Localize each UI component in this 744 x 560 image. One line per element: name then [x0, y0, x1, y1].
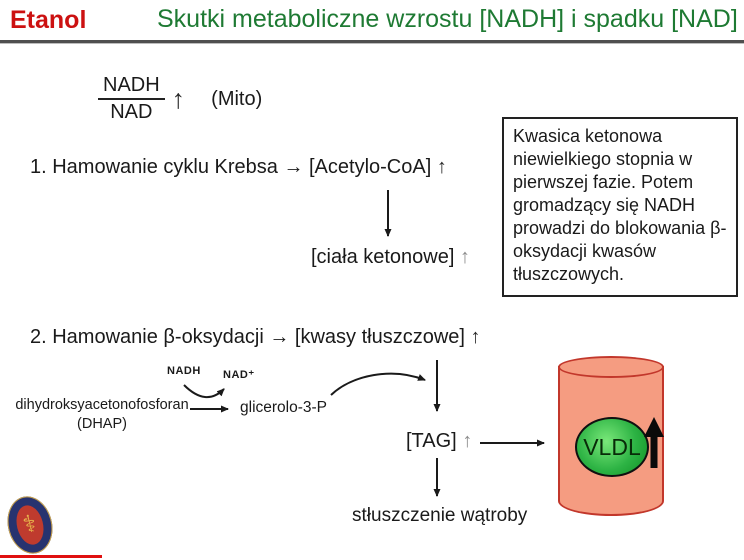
point-1-krebs-inhibition: 1. Hamowanie cyklu Krebsa → [Acetylo-CoA…: [30, 156, 447, 179]
dhap-abbreviation: (DHAP): [77, 416, 127, 432]
nadh-nad-ratio: NADH NAD ↑ (Mito): [98, 74, 262, 124]
liver-cylinder-top: [558, 356, 664, 378]
point-1-text: 1. Hamowanie cyklu Krebsa → [Acetylo-CoA…: [30, 156, 432, 178]
caduceus-icon: ⚕: [20, 509, 40, 540]
vldl-label: VLDL: [583, 433, 641, 460]
up-arrow-icon: ↑: [470, 326, 481, 348]
point-2-text: 2. Hamowanie β-oksydacji → [kwasy tłuszc…: [30, 326, 465, 348]
up-arrow-icon: ↑: [459, 246, 470, 268]
cofactor-nadh-label: NADH: [167, 365, 201, 377]
vldl-particle: VLDL: [575, 417, 649, 477]
up-arrow-icon: ↑: [171, 83, 186, 114]
ketone-bodies-text: [ciała ketonowe]: [311, 246, 455, 268]
nadh-nad-fraction: NADH NAD: [98, 74, 165, 124]
fraction-denominator: NAD: [110, 101, 153, 123]
ketone-bodies-label: [ciała ketonowe] ↑: [311, 246, 470, 269]
ketoacidosis-note-text: Kwasica ketonowa niewielkiego stopnia w …: [513, 126, 727, 284]
slide-topic-label: Etanol: [10, 6, 87, 34]
ketoacidosis-note-box: Kwasica ketonowa niewielkiego stopnia w …: [502, 117, 738, 297]
mito-label: (Mito): [211, 87, 263, 110]
footer-accent-line: [0, 555, 102, 558]
up-arrow-icon: ↑: [462, 430, 473, 452]
dhap-label: dihydroksyacetonofosforan (DHAP): [8, 396, 196, 434]
tag-label: [TAG] ↑: [406, 430, 472, 453]
slide-title: Skutki metaboliczne wzrostu [NADH] i spa…: [157, 5, 738, 33]
arrow-glycerol3p-to-tag: [330, 372, 426, 396]
logo-center: ⚕: [12, 502, 48, 548]
glycerol-3p-label: glicerolo-3-P: [240, 399, 328, 416]
cofactor-nad-label: NAD⁺: [223, 369, 255, 381]
fraction-numerator: NADH: [98, 74, 165, 100]
up-arrow-icon: ↑: [436, 156, 447, 178]
point-2-beta-oxidation-inhibition: 2. Hamowanie β-oksydacji → [kwasy tłuszc…: [30, 326, 481, 349]
tag-text: [TAG]: [406, 430, 457, 452]
dhap-full-name: dihydroksyacetonofosforan: [15, 397, 189, 413]
fatty-liver-label: stłuszczenie wątroby: [352, 505, 528, 526]
header-divider: [0, 40, 744, 44]
university-logo: ⚕: [1, 491, 59, 559]
logo-ring: ⚕: [1, 491, 59, 559]
